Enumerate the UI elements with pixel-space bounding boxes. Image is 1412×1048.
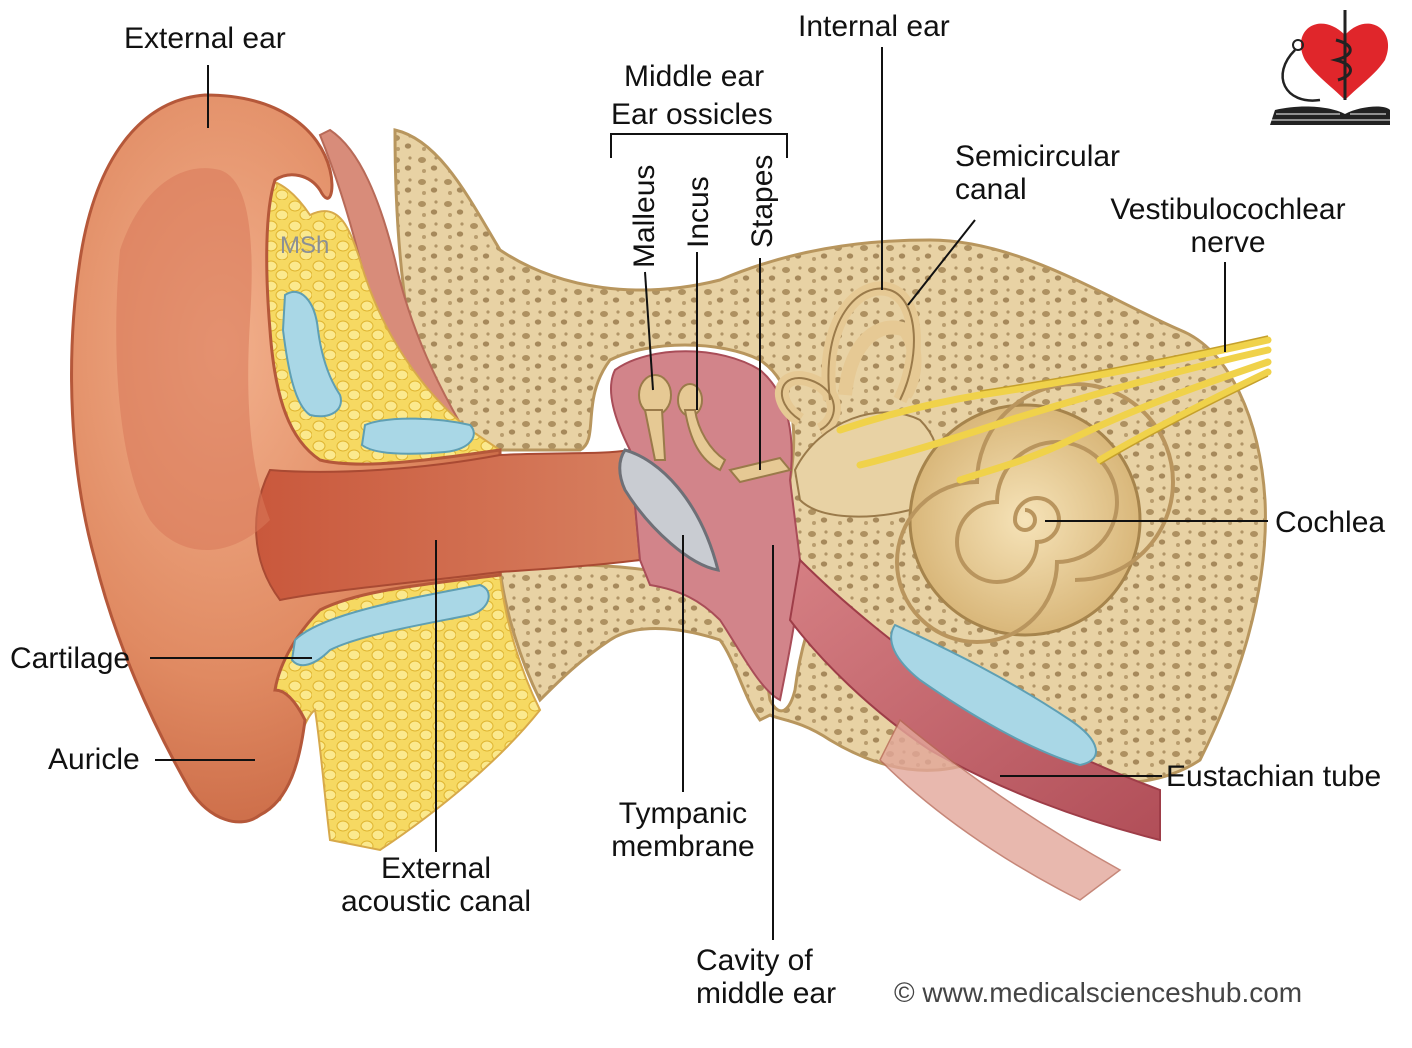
pharynx-muscle [879,718,1122,901]
label-cochlea: Cochlea [1275,506,1386,539]
label-ear-ossicles: Ear ossicles [611,98,773,131]
label-external-acoustic-canal-line2: acoustic canal [340,885,532,918]
label-incus: Incus [682,176,715,248]
leader-lines [150,47,1268,940]
label-vestibulocochlear-line2: nerve [1190,226,1266,259]
label-external-ear: External ear [124,22,286,55]
logo-mark [1270,10,1390,125]
label-middle-ear: Middle ear [624,60,765,93]
label-cavity-of-middle-ear-line1: Cavity of [696,944,813,977]
cartilage-upper-2 [360,417,475,455]
cartilage-upper-1 [281,290,342,418]
label-auricle: Auricle [48,743,140,776]
label-vestibulocochlear-line1: Vestibulocochlear [1110,193,1346,226]
vestibulocochlear-nerve-shape [836,336,1272,484]
label-semicircular-canal-line1: Semicircular [955,140,1121,173]
label-malleus: Malleus [628,164,661,268]
label-tympanic-membrane-line2: membrane [611,830,755,863]
label-cavity-of-middle-ear-line2: middle ear [696,977,837,1010]
label-eustachian-tube: Eustachian tube [1166,760,1382,793]
ear-canal [255,448,642,602]
label-stapes: Stapes [746,154,779,248]
ossicles [638,374,792,484]
cartilage-lower [290,583,490,667]
label-semicircular-canal-line2: canal [955,173,1027,206]
copyright-notice: © www.medicalscienceshub.com [894,977,1303,1008]
label-external-acoustic-canal-line1: External [380,852,492,885]
tympanic-membrane-shape [618,448,721,572]
label-cartilage: Cartilage [10,642,131,675]
nerve-outline [979,335,1269,465]
watermark-msh: MSh [280,232,330,259]
middle-ear-cavity [609,350,802,702]
eustachian-cartilage [890,623,1097,767]
semicircular-canals-outline [780,287,915,431]
label-tympanic-membrane-line1: Tympanic [618,797,748,830]
concha-shading [116,168,270,551]
label-internal-ear: Internal ear [798,10,950,43]
